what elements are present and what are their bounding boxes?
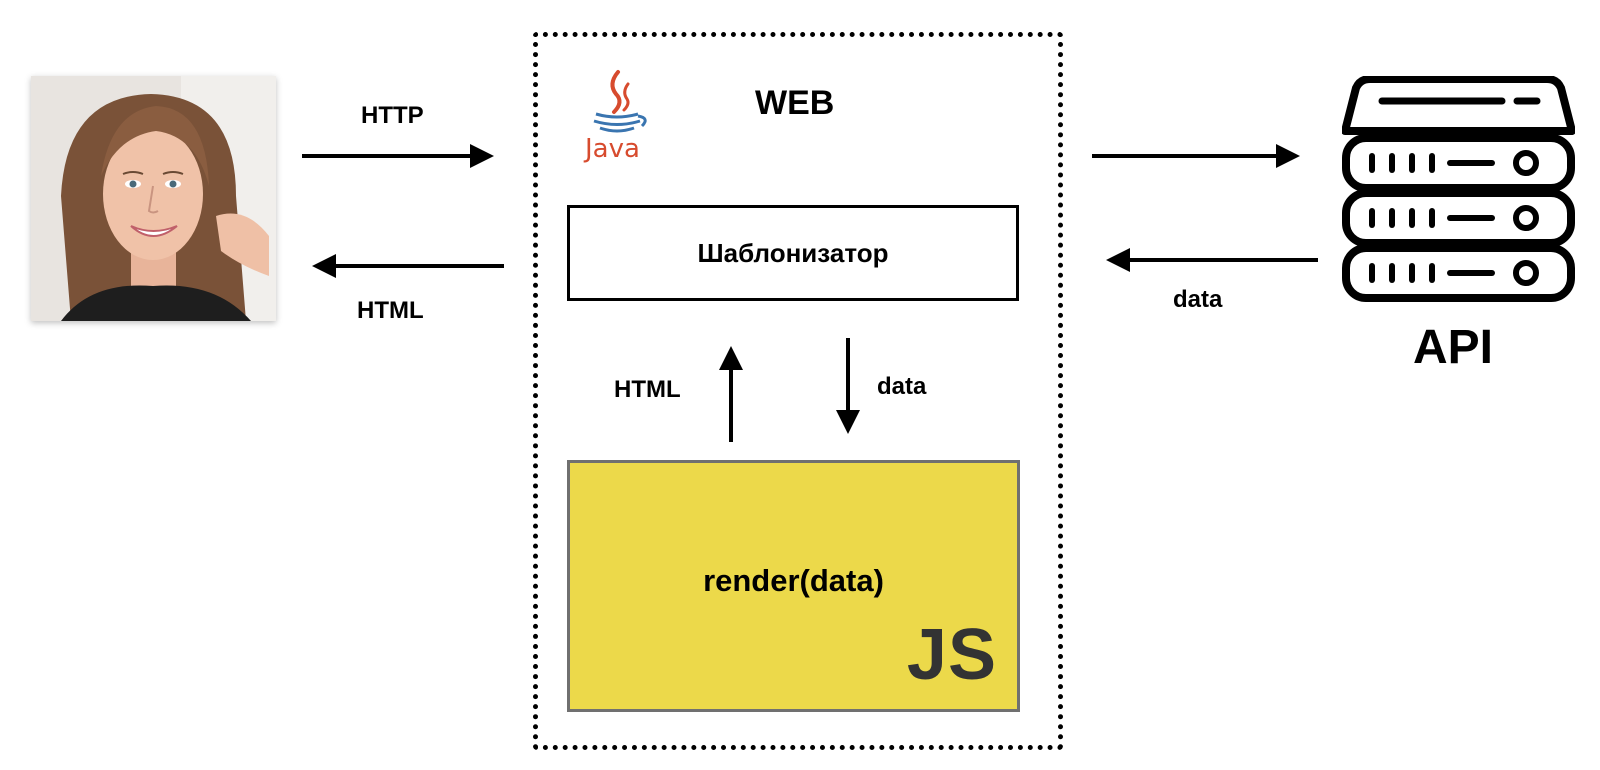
user-photo <box>31 76 276 321</box>
http-label: HTTP <box>361 102 424 129</box>
web-boundary <box>533 32 1063 750</box>
api-label: API <box>1413 321 1494 374</box>
data-input-label: data <box>877 373 927 400</box>
java-logo: Java <box>580 68 655 168</box>
html-response-label: HTML <box>357 297 424 324</box>
html-output-label: HTML <box>614 376 681 403</box>
templater-box: Шаблонизатор <box>567 205 1019 301</box>
templater-label: Шаблонизатор <box>697 237 889 268</box>
render-box: render(data) JS <box>567 460 1020 712</box>
server-stack-icon <box>1341 75 1576 306</box>
api-data-label: data <box>1173 286 1223 313</box>
java-wordmark: Java <box>585 134 640 164</box>
render-label: render(data) <box>703 563 884 598</box>
js-logo: JS <box>906 615 997 695</box>
web-title: WEB <box>755 84 835 122</box>
